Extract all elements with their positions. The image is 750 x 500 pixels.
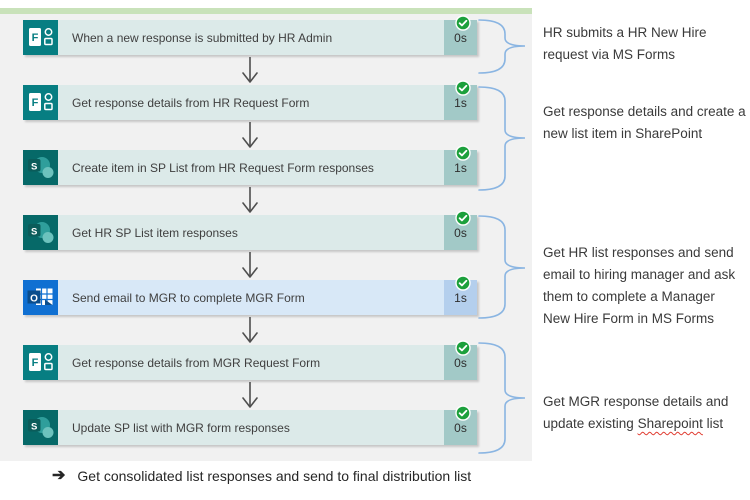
ms-forms-icon: F: [23, 345, 58, 380]
connector-arrow-icon: [242, 122, 258, 148]
svg-text:S: S: [31, 227, 37, 238]
outlook-icon: O: [23, 280, 58, 315]
step-label: Get response details from HR Request For…: [72, 95, 310, 110]
success-check-icon: [455, 210, 471, 226]
step-label: Update SP list with MGR form responses: [72, 420, 290, 435]
success-check-icon: [455, 405, 471, 421]
annotation-text: list: [702, 416, 724, 431]
connector-arrow-icon: [242, 252, 258, 278]
annotation-send-email: Get HR list responses and send email to …: [543, 245, 736, 326]
step-label: Send email to MGR to complete MGR Form: [72, 290, 305, 305]
flow-step-trigger[interactable]: F When a new response is submitted by HR…: [23, 15, 477, 55]
flow-step-create-sp-item[interactable]: S Create item in SP List from HR Request…: [23, 145, 477, 185]
annotation-create-item: Get response details and create a new li…: [543, 104, 746, 141]
step-label: When a new response is submitted by HR A…: [72, 30, 333, 45]
success-check-icon: [455, 80, 471, 96]
right-arrow-bullet-icon: ➔: [52, 467, 66, 484]
svg-text:F: F: [32, 357, 39, 369]
flow-step-update-sp-list[interactable]: S Update SP list with MGR form responses…: [23, 405, 477, 445]
connector-arrow-icon: [242, 57, 258, 83]
footer-text: Get consolidated list responses and send…: [77, 468, 472, 484]
svg-text:F: F: [32, 97, 39, 109]
annotation-braces: [478, 19, 526, 454]
step-label: Create item in SP List from HR Request F…: [72, 160, 374, 175]
flow-step-get-sp-item[interactable]: S Get HR SP List item responses 0s: [23, 210, 477, 250]
flow-step-send-email[interactable]: O Send email to MGR to complete MGR Form…: [23, 275, 477, 315]
flow-step-get-mgr-response[interactable]: F Get response details from MGR Request …: [23, 340, 477, 380]
ms-forms-icon: F: [23, 20, 58, 55]
connector-arrow-icon: [242, 317, 258, 343]
svg-text:O: O: [30, 293, 38, 304]
step-label: Get response details from MGR Request Fo…: [72, 355, 321, 370]
success-check-icon: [455, 145, 471, 161]
success-check-icon: [455, 340, 471, 356]
svg-text:S: S: [31, 162, 37, 173]
step-duration: 1s: [444, 280, 477, 315]
annotation-line: update existing Sharepoint list: [543, 413, 750, 435]
sharepoint-icon: S: [23, 215, 58, 250]
sharepoint-icon: S: [23, 410, 58, 445]
annotation-text: update existing: [543, 416, 638, 431]
success-check-icon: [455, 275, 471, 291]
svg-text:S: S: [31, 422, 37, 433]
step-label: Get HR SP List item responses: [72, 225, 238, 240]
annotation-line: Get MGR response details and: [543, 394, 729, 409]
flow-step-get-hr-response[interactable]: F Get response details from HR Request F…: [23, 80, 477, 120]
svg-text:F: F: [32, 32, 39, 44]
connector-arrow-icon: [242, 382, 258, 408]
ms-forms-icon: F: [23, 85, 58, 120]
panel-top-accent: [0, 8, 532, 14]
connector-arrow-icon: [242, 187, 258, 213]
sharepoint-icon: S: [23, 150, 58, 185]
annotation-update-list: Get MGR response details and update exis…: [543, 391, 750, 435]
annotation-hr-submit: HR submits a HR New Hire request via MS …: [543, 25, 707, 62]
footer-note: ➔ Get consolidated list responses and se…: [52, 467, 472, 485]
misspelled-word: Sharepoint: [637, 416, 703, 431]
success-check-icon: [455, 15, 471, 31]
